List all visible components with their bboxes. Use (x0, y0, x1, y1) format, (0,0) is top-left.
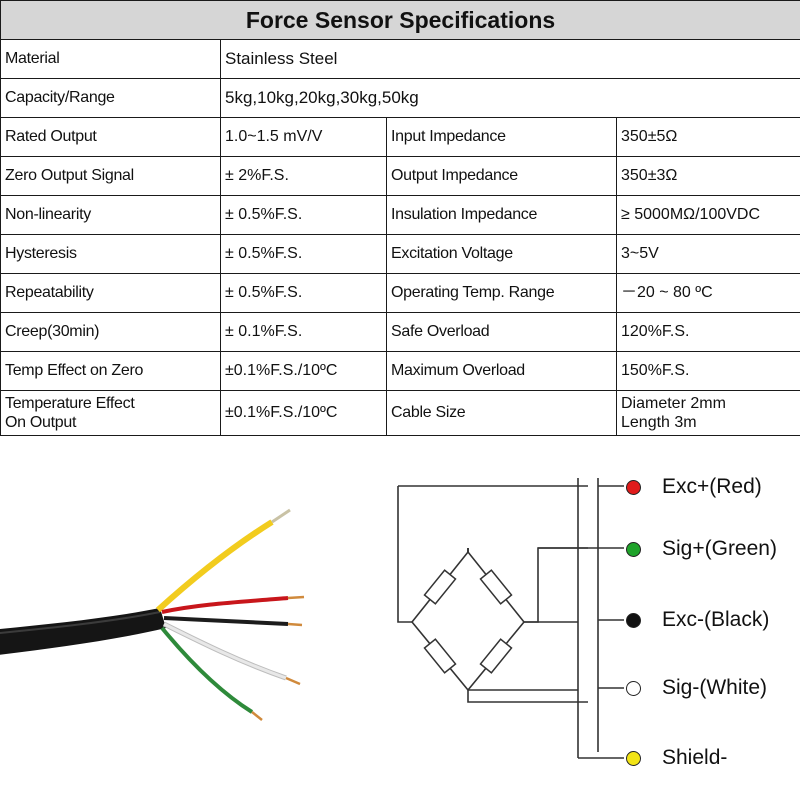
spec-value: ±0.1%F.S./10ºC (220, 351, 387, 391)
spec-value: 1.0~1.5 mV/V (220, 117, 387, 157)
spec-value: ± 0.1%F.S. (220, 312, 387, 352)
spec-value: 3~5V (615, 234, 800, 274)
spec-value: ± 2%F.S. (220, 156, 387, 196)
spec-label: Safe Overload (386, 312, 617, 352)
yellow-wire (155, 519, 274, 613)
red-wire (161, 596, 289, 614)
table-row: Hysteresis ± 0.5%F.S. Excitation Voltage… (0, 234, 800, 274)
spec-label: Non-linearity (0, 195, 221, 235)
spec-label: Cable Size (386, 390, 617, 436)
white-wire (163, 622, 287, 680)
table-row: Temperature Effect On Output ±0.1%F.S./1… (0, 390, 800, 436)
wire-label-sig-minus: Sig-(White) (662, 676, 768, 699)
table-row: Rated Output 1.0~1.5 mV/V Input Impedanc… (0, 117, 800, 157)
table-row: Zero Output Signal ± 2%F.S. Output Imped… (0, 156, 800, 196)
table-row: Temp Effect on Zero ±0.1%F.S./10ºC Maxim… (0, 351, 800, 391)
shield-terminal-dot (626, 751, 641, 766)
spec-value: ± 0.5%F.S. (220, 234, 387, 274)
spec-label: Temp Effect on Zero (0, 351, 221, 391)
spec-label: Excitation Voltage (386, 234, 617, 274)
exc-minus-terminal-dot (626, 613, 641, 628)
spec-value: ≥ 5000MΩ/100VDC (615, 195, 800, 235)
spec-label: Material (0, 39, 221, 79)
spec-label: Maximum Overload (386, 351, 617, 391)
spec-label: Creep(30min) (0, 312, 221, 352)
spec-label: Operating Temp. Range (386, 273, 617, 313)
spec-value: Stainless Steel (219, 39, 800, 79)
spec-label: Temperature Effect On Output (0, 390, 221, 436)
table-row: Material Stainless Steel (0, 39, 800, 79)
spec-value-line: Length 3m (621, 414, 697, 431)
spec-value: 350±5Ω (615, 117, 800, 157)
spec-label-line: Temperature Effect (5, 395, 135, 412)
spec-label-line: On Output (5, 414, 77, 431)
spec-value: 150%F.S. (615, 351, 800, 391)
table-row: Repeatability ± 0.5%F.S. Operating Temp.… (0, 273, 800, 313)
green-wire (160, 626, 254, 714)
sig-minus-terminal-dot (626, 681, 641, 696)
spec-label: Repeatability (0, 273, 221, 313)
spec-label: Insulation Impedance (386, 195, 617, 235)
wire-label-exc-minus: Exc-(Black) (662, 608, 770, 631)
spec-value-line: Diameter 2mm (621, 395, 726, 412)
spec-label: Zero Output Signal (0, 156, 221, 196)
spec-value: ±0.1%F.S./10ºC (220, 390, 387, 436)
wire-label-exc-plus: Exc+(Red) (662, 475, 762, 498)
exc-plus-terminal-dot (626, 480, 641, 495)
table-row: Capacity/Range 5kg,10kg,20kg,30kg,50kg (0, 78, 800, 118)
spec-table: Force Sensor Specifications Material Sta… (0, 0, 800, 436)
bridge-circuit (397, 478, 624, 759)
wire-label-shield: Shield- (662, 746, 728, 769)
wiring-diagram: Exc+(Red) Sig+(Green) Exc-(Black) Sig-(W… (392, 452, 800, 800)
spec-value: ± 0.5%F.S. (220, 273, 387, 313)
spec-value: 5kg,10kg,20kg,30kg,50kg (219, 78, 800, 118)
spec-label: Rated Output (0, 117, 221, 157)
page-title: Force Sensor Specifications (0, 0, 800, 40)
spec-label: Output Impedance (386, 156, 617, 196)
spec-value: Diameter 2mm Length 3m (615, 390, 800, 436)
table-row: Non-linearity ± 0.5%F.S. Insulation Impe… (0, 195, 800, 235)
spec-value: 120%F.S. (615, 312, 800, 352)
spec-value: －20 ~ 80 ºC (615, 273, 800, 313)
cable-jacket (0, 608, 166, 655)
black-wire (163, 616, 289, 626)
spec-value: 350±3Ω (615, 156, 800, 196)
spec-label: Input Impedance (386, 117, 617, 157)
spec-label: Capacity/Range (0, 78, 221, 118)
wiring-section: Exc+(Red) Sig+(Green) Exc-(Black) Sig-(W… (0, 452, 800, 800)
sig-plus-terminal-dot (626, 542, 641, 557)
cable-photo (0, 452, 392, 800)
spec-value: ± 0.5%F.S. (220, 195, 387, 235)
spec-label: Hysteresis (0, 234, 221, 274)
wire-label-sig-plus: Sig+(Green) (662, 537, 777, 560)
table-row: Creep(30min) ± 0.1%F.S. Safe Overload 12… (0, 312, 800, 352)
